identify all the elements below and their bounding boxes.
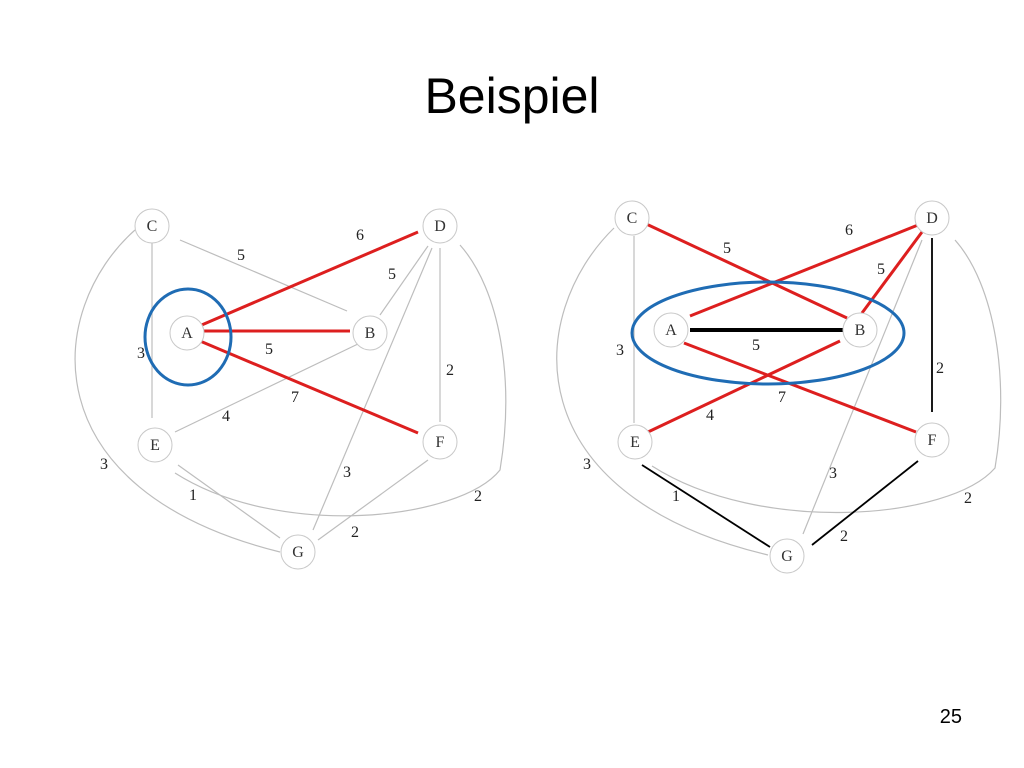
left-weight-b-e: 4: [222, 408, 230, 425]
left-edge-c-b: [179, 239, 348, 312]
right-edge-c-g: [556, 227, 769, 556]
left-weight-d-g: 3: [343, 464, 351, 481]
left-weight-a-c: 3: [137, 345, 145, 362]
left-node-a: A: [169, 315, 205, 351]
left-edge-a-d: [196, 230, 419, 329]
right-node-b: B: [842, 312, 878, 348]
left-node-e: E: [137, 427, 173, 463]
left-node-c: C: [134, 208, 170, 244]
left-edge-b-e: [174, 342, 361, 433]
right-node-c: C: [614, 200, 650, 236]
svg-text:C: C: [627, 210, 638, 227]
left-node-b: B: [352, 315, 388, 351]
right-weight-b-e: 4: [706, 407, 714, 424]
right-weight-c-g: 3: [583, 456, 591, 473]
left-edge-d-g: [312, 247, 433, 531]
slide-title: Beispiel: [424, 68, 600, 124]
left-edge-c-g: [74, 229, 281, 553]
right-weight-e-d: 2: [964, 490, 972, 507]
right-node-g: G: [769, 538, 805, 574]
right-weight-a-d: 6: [845, 222, 853, 239]
svg-text:G: G: [781, 548, 793, 565]
left-edge-a-f: [199, 339, 419, 435]
right-graph: C D A B E F G 6 5 5 5 3 2: [556, 200, 1002, 574]
svg-text:B: B: [365, 325, 376, 342]
left-edge-e-d: [174, 244, 507, 517]
right-node-d: D: [914, 200, 950, 236]
right-node-e: E: [617, 424, 653, 460]
svg-text:E: E: [630, 434, 640, 451]
right-weight-e-g: 1: [672, 488, 680, 505]
page-number: 25: [939, 706, 962, 728]
svg-text:A: A: [181, 325, 193, 342]
left-node-f: F: [422, 424, 458, 460]
svg-text:G: G: [292, 544, 304, 561]
left-weight-c-g: 3: [100, 456, 108, 473]
left-weight-c-b: 5: [237, 247, 245, 264]
right-edge-f-g: [811, 460, 919, 546]
left-edge-f-g: [317, 459, 429, 541]
right-weight-a-b: 5: [752, 337, 760, 354]
right-node-f: F: [914, 422, 950, 458]
left-region-a: [143, 287, 233, 387]
left-weight-f-g: 2: [351, 524, 359, 541]
right-edge-e-d: [651, 239, 1002, 514]
svg-text:E: E: [150, 437, 160, 454]
left-node-d: D: [422, 208, 458, 244]
right-node-a: A: [653, 312, 689, 348]
right-edge-a-d: [689, 223, 919, 318]
right-weight-a-f: 7: [778, 389, 786, 406]
left-weight-e-d: 2: [474, 488, 482, 505]
left-weight-d-b: 5: [388, 266, 396, 283]
right-weight-d-b: 5: [877, 261, 885, 278]
svg-text:F: F: [928, 432, 937, 449]
svg-text:A: A: [665, 322, 677, 339]
left-weight-a-d: 6: [356, 227, 364, 244]
right-weight-d-f: 2: [936, 360, 944, 377]
left-node-g: G: [280, 534, 316, 570]
right-weight-d-g: 3: [829, 465, 837, 482]
svg-text:C: C: [147, 218, 158, 235]
left-graph: C D A B E F G 6 5 5 5 3 2: [74, 208, 507, 570]
right-edge-c-b: [641, 220, 848, 320]
right-weight-a-c: 3: [616, 342, 624, 359]
left-weight-a-b: 5: [265, 341, 273, 358]
svg-text:B: B: [855, 322, 866, 339]
right-edge-a-f: [683, 341, 917, 434]
right-edge-b-e: [647, 339, 841, 434]
left-weight-e-g: 1: [189, 487, 197, 504]
left-weight-a-f: 7: [291, 389, 299, 406]
right-weight-c-b: 5: [723, 240, 731, 257]
right-edge-e-g: [641, 464, 771, 548]
left-edge-e-g: [177, 464, 281, 539]
svg-text:F: F: [436, 434, 445, 451]
left-weight-d-f: 2: [446, 362, 454, 379]
left-edge-d-b: [379, 245, 429, 316]
svg-text:D: D: [926, 210, 938, 227]
right-edge-d-g: [802, 239, 923, 535]
svg-text:D: D: [434, 218, 446, 235]
right-weight-f-g: 2: [840, 528, 848, 545]
right-region-a-b: [630, 280, 906, 386]
